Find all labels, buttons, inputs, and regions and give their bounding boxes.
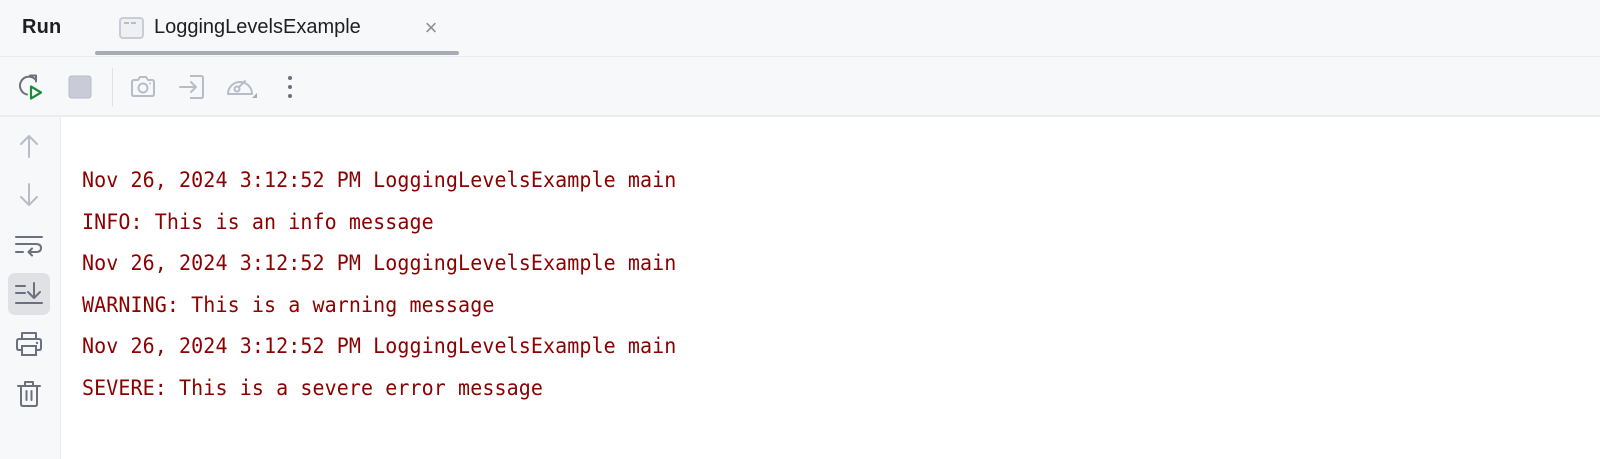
tab-logging-levels-example[interactable]: LoggingLevelsExample × bbox=[95, 0, 459, 57]
rerun-icon bbox=[19, 74, 43, 100]
rerun-button[interactable] bbox=[13, 70, 47, 104]
exit-icon bbox=[179, 75, 204, 99]
console-output[interactable]: Nov 26, 2024 3:12:52 PM LoggingLevelsExa… bbox=[61, 117, 1600, 459]
exit-button[interactable] bbox=[175, 70, 209, 104]
console-side-toolbar bbox=[0, 117, 61, 459]
soft-wrap-icon bbox=[15, 236, 43, 257]
more-button[interactable] bbox=[273, 70, 307, 104]
stop-button[interactable] bbox=[63, 70, 97, 104]
trash-icon bbox=[17, 381, 41, 407]
console-line: WARNING: This is a warning message bbox=[82, 293, 495, 318]
arrow-up-icon bbox=[20, 135, 38, 158]
tool-window-title: Run bbox=[22, 16, 62, 38]
stop-icon bbox=[68, 75, 92, 99]
soft-wrap-button[interactable] bbox=[8, 224, 50, 266]
scroll-to-end-button[interactable] bbox=[8, 273, 50, 315]
run-toolbar bbox=[0, 58, 1600, 117]
previous-occurrence-button[interactable] bbox=[8, 125, 50, 167]
profiler-button[interactable] bbox=[224, 70, 258, 104]
clear-all-button[interactable] bbox=[8, 373, 50, 415]
active-tab-indicator bbox=[95, 51, 459, 55]
console-line: Nov 26, 2024 3:12:52 PM LoggingLevelsExa… bbox=[82, 168, 677, 193]
arrow-down-icon bbox=[20, 183, 38, 206]
gauge-icon bbox=[227, 80, 257, 98]
next-occurrence-button[interactable] bbox=[8, 174, 50, 216]
more-vertical-icon bbox=[288, 76, 292, 98]
close-icon[interactable]: × bbox=[424, 15, 438, 40]
toolbar-separator bbox=[112, 68, 113, 106]
console-line: Nov 26, 2024 3:12:52 PM LoggingLevelsExa… bbox=[82, 251, 677, 276]
printer-icon bbox=[16, 332, 42, 356]
camera-icon bbox=[131, 76, 155, 97]
scroll-to-end-icon bbox=[15, 282, 43, 304]
console-line: SEVERE: This is a severe error message bbox=[82, 376, 543, 401]
console-window-icon bbox=[119, 17, 144, 39]
tab-label: LoggingLevelsExample bbox=[154, 16, 361, 38]
dump-threads-button[interactable] bbox=[126, 70, 160, 104]
console-line: INFO: This is an info message bbox=[82, 210, 434, 235]
console-line: Nov 26, 2024 3:12:52 PM LoggingLevelsExa… bbox=[82, 334, 677, 359]
tab-bar: Run LoggingLevelsExample × bbox=[0, 0, 1600, 57]
print-button[interactable] bbox=[8, 323, 50, 365]
